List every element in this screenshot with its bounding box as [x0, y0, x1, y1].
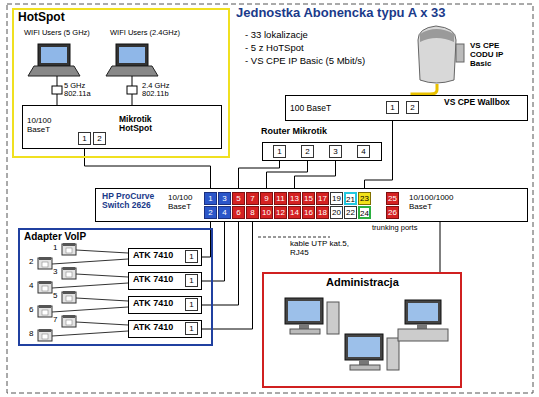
callout-number: 5 [53, 292, 57, 301]
device-box: 10/100 BaseT Mikrotik HotSpot 12 [22, 105, 222, 149]
cable-line [202, 222, 239, 305]
note-label: 2.4 GHz 802.11b [142, 82, 188, 99]
note-label: WIFI Users (2.4GHz) [110, 29, 180, 37]
box-text: VS CPE Wallbox [444, 98, 524, 107]
cable-line [239, 161, 280, 188]
device-box: ATK 7410 1 [128, 296, 202, 314]
callout-number: 3 [53, 268, 57, 277]
port-number: 5 [232, 192, 245, 205]
group-panel: Administracja [262, 272, 462, 388]
device-box: ATK 7410 1 [128, 272, 202, 290]
box-title: ATK 7410 [133, 299, 173, 309]
switch-box: HP ProCurve Switch 262610/100 BaseT12345… [95, 188, 528, 222]
callout-number: 1 [53, 244, 57, 253]
port-number: 8 [246, 206, 259, 219]
antenna-cpe [412, 26, 464, 96]
computer-icon [398, 300, 448, 341]
callout-number: 7 [53, 316, 57, 325]
cable-line [440, 222, 441, 272]
note-label: - VS CPE IP Basic (5 Mbit/s) [245, 56, 365, 66]
port-number: 7 [246, 192, 259, 205]
note-label: WIFI Users (5 GHz) [24, 29, 90, 37]
box-title: ATK 7410 [133, 251, 173, 261]
port-number: 12 [274, 206, 287, 219]
port-number: 11 [274, 192, 287, 205]
port-number: 1 [78, 132, 91, 145]
box-title: HotSpot [18, 11, 65, 24]
port-number: 3 [218, 192, 231, 205]
outer-frame [7, 4, 533, 393]
box-title: Adapter VoIP [24, 231, 86, 242]
port-number: 9 [260, 192, 273, 205]
computer-icon [285, 298, 339, 334]
box-title: Administracja [326, 276, 399, 288]
port-number: 1 [185, 274, 198, 287]
cable-line [202, 222, 253, 329]
port-number: 23 [358, 192, 371, 205]
cable-line [202, 222, 225, 281]
note-label: - 5 z HoTSpot [245, 43, 304, 53]
cable-mark [258, 237, 330, 238]
note-label: kable UTP kat.5, RJ45 [290, 240, 362, 258]
port-number: 25 [386, 192, 399, 205]
port-number: 1 [386, 101, 399, 114]
box-title: HP ProCurve Switch 2626 [102, 192, 164, 211]
phone-group [38, 243, 128, 341]
box-title: ATK 7410 [133, 323, 173, 333]
port-number: 18 [316, 206, 329, 219]
box-title: Router Mikrotik [261, 127, 327, 137]
port-number: 1 [185, 298, 198, 311]
port-number: 21 [344, 192, 357, 205]
port-number: 1 [273, 145, 286, 158]
port-number: 4 [218, 206, 231, 219]
box-title: ATK 7410 [133, 275, 173, 285]
device-box: ATK 7410 1 [128, 320, 202, 338]
box-title: 100 BaseT [290, 104, 331, 113]
computer-icon [345, 334, 399, 370]
port-number: 16 [302, 206, 315, 219]
callout-number: 2 [29, 258, 33, 267]
note-label: VS CPE CODU IP Basic [470, 42, 522, 68]
port-number: 17 [316, 192, 329, 205]
note-label: 5 GHz 802.11a [64, 82, 104, 99]
port-number: 15 [302, 192, 315, 205]
cable-line [85, 149, 211, 188]
note-label: trunking ports [372, 224, 418, 232]
port-number: 1 [185, 322, 198, 335]
device-box: ATK 7410 1 [128, 248, 202, 266]
group-panel: Adapter VoIPATK 74101ATK 74101ATK 74101A… [18, 228, 213, 346]
port-number: 26 [386, 206, 399, 219]
port-number: 22 [344, 206, 357, 219]
box-title: 10/100 BaseT [27, 117, 63, 135]
port-number: 2 [93, 132, 106, 145]
port-number: 10 [260, 206, 273, 219]
box-text: 10/100 BaseT [168, 194, 200, 212]
cable-line [267, 161, 308, 188]
cable-line [295, 161, 336, 188]
port-number: 2 [406, 101, 419, 114]
port-number: 2 [301, 145, 314, 158]
port-number: 3 [329, 145, 342, 158]
callout-number: 6 [29, 306, 33, 315]
port-number: 1 [204, 192, 217, 205]
port-number: 1 [185, 250, 198, 263]
port-number: 14 [288, 206, 301, 219]
device-box: Router Mikrotik1234 [262, 142, 382, 161]
box-text: 10/100/1000 BaseT [409, 194, 471, 212]
device-box: 100 BaseT 12 VS CPE Wallbox [285, 95, 528, 121]
callout-number: 4 [29, 282, 33, 291]
port-number: 20 [330, 206, 343, 219]
port-number: 4 [357, 145, 370, 158]
port-number: 13 [288, 192, 301, 205]
diagram-title: Jednostka Abonencka typu A x 33 [236, 6, 446, 20]
note-label: - 33 lokalizacje [245, 30, 308, 40]
port-number: 6 [232, 206, 245, 219]
port-number: 24 [358, 206, 371, 219]
box-text: Mikrotik HotSpot [119, 115, 179, 134]
callout-number: 8 [29, 330, 33, 339]
port-number: 19 [330, 192, 343, 205]
port-number: 2 [204, 206, 217, 219]
